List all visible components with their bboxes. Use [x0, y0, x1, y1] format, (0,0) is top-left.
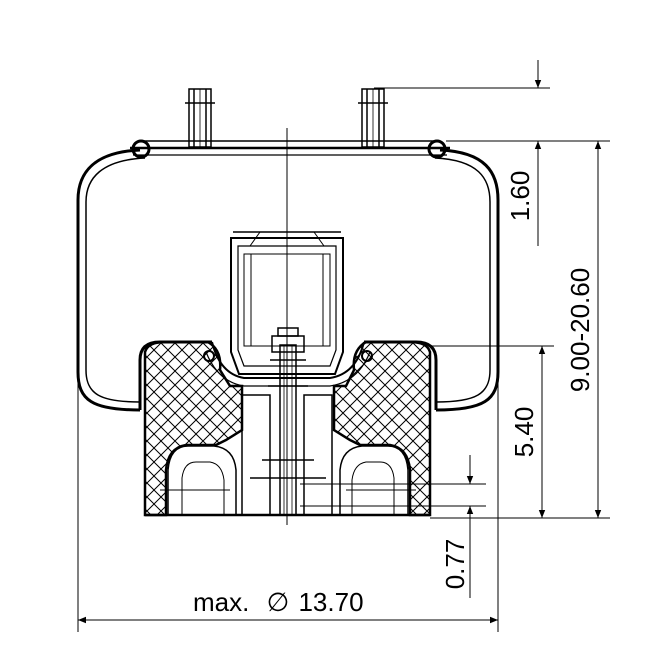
dimension-label-bottom-offset: 0.77: [440, 539, 470, 590]
piston-hatched-left: [143, 340, 244, 517]
bellows-inner-contour: [85, 157, 146, 403]
diameter-symbol: ∅: [267, 587, 290, 617]
bellows-outer-contour-right: [435, 148, 500, 412]
dimension-lines: [77, 60, 610, 632]
piston-inner-cavity-left: [167, 445, 237, 515]
mounting-stud-right: [358, 88, 388, 148]
bellows-outer-contour: [76, 148, 141, 412]
dimension-label-top-height: 1.60: [505, 171, 535, 222]
piston-inner-cavity-right: [339, 445, 409, 515]
dimension-label-max-diameter: max. ∅ 13.70: [193, 587, 364, 617]
max-diameter-value: 13.70: [298, 587, 363, 617]
dimension-label-stroke-range: 9.00-20.60: [565, 268, 595, 392]
center-bolt: [241, 327, 333, 516]
dimension-label-piston-height: 5.40: [509, 407, 539, 458]
top-bead-plate: [130, 139, 450, 159]
bellows-inner-contour-right: [434, 157, 491, 403]
bellows: [76, 148, 500, 412]
mounting-stud-left: [185, 88, 215, 148]
piston-hatched-right: [332, 340, 432, 517]
max-prefix: max.: [193, 587, 249, 617]
bump-stop: [230, 231, 344, 375]
piston: [138, 340, 438, 517]
